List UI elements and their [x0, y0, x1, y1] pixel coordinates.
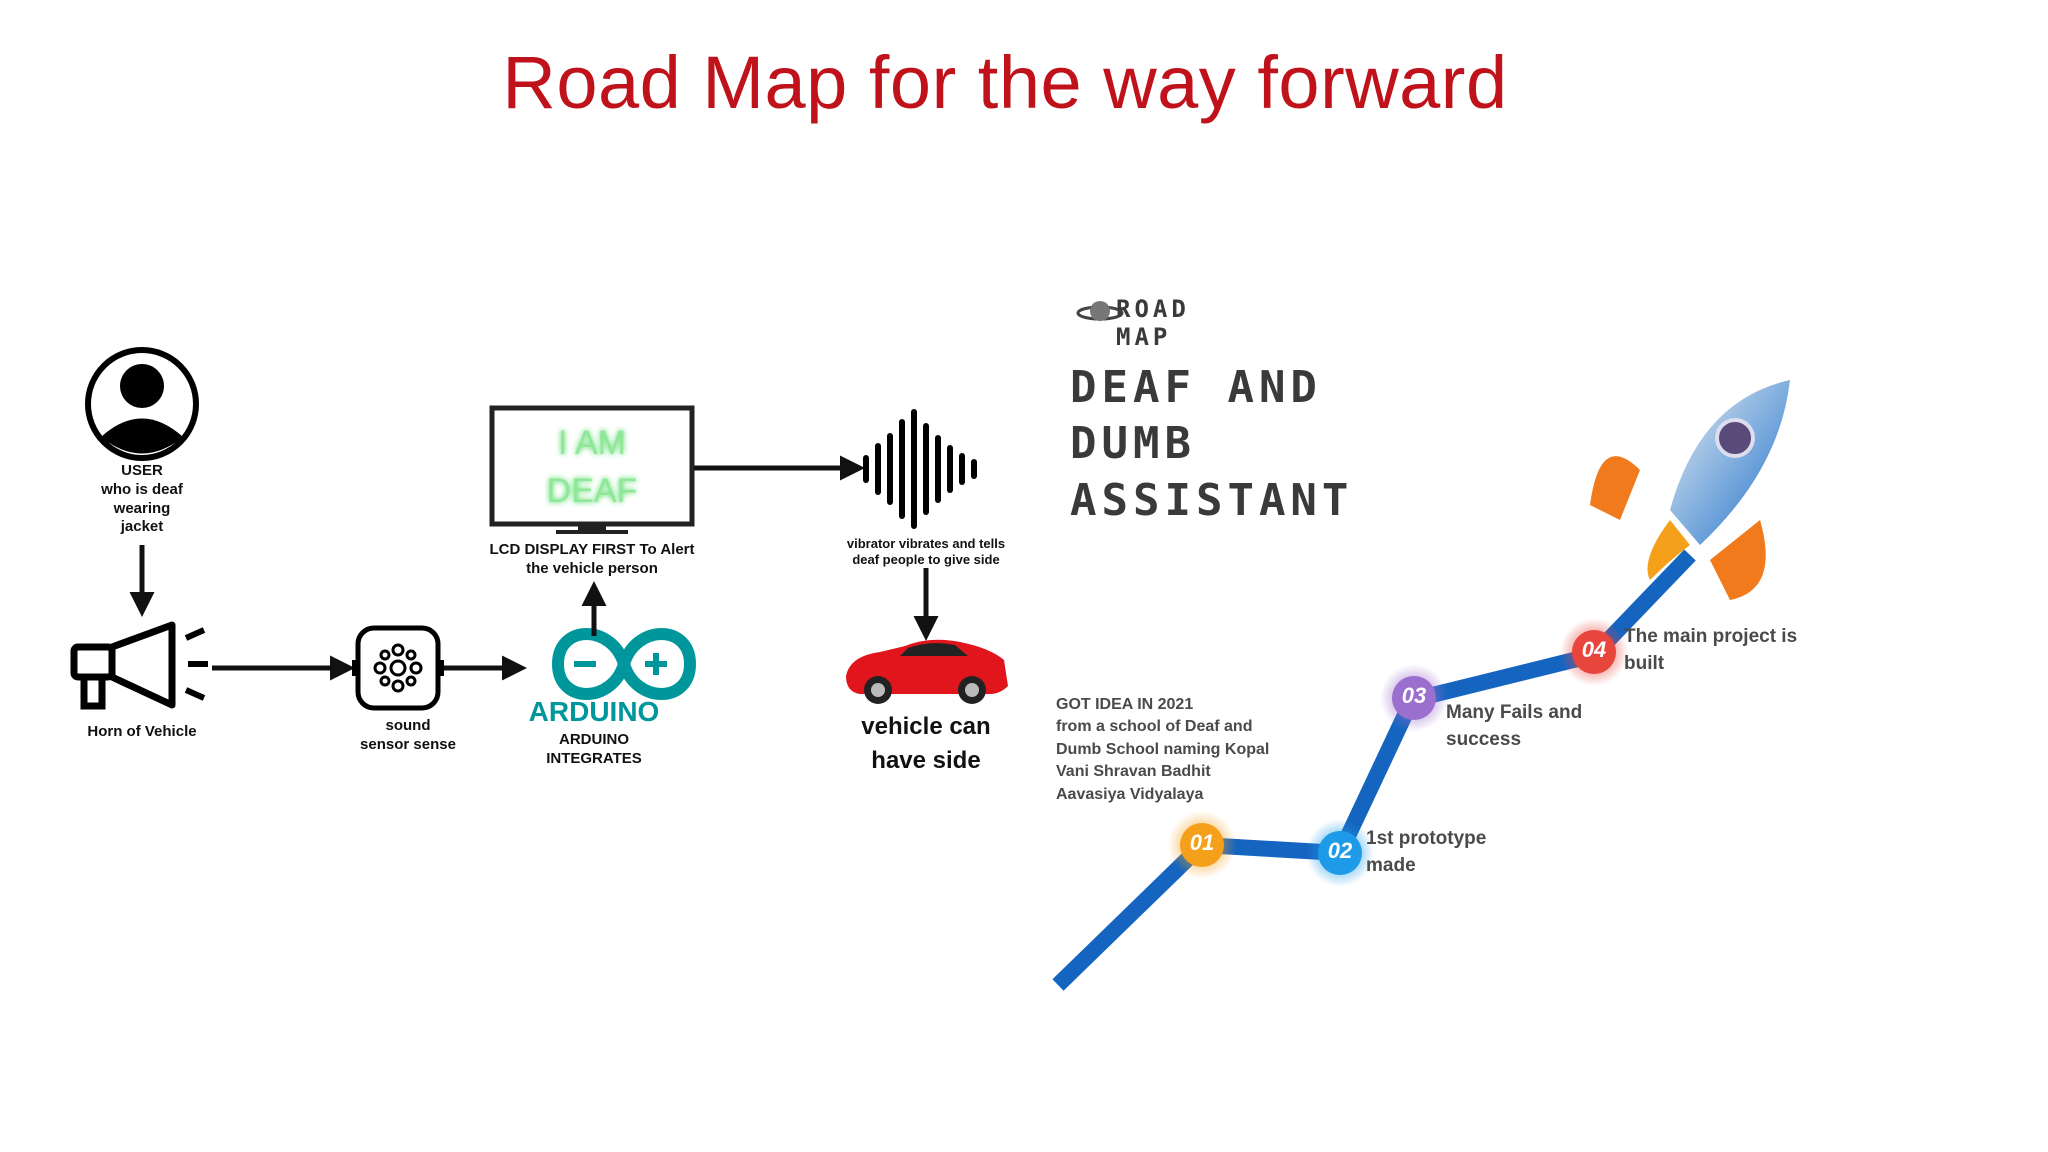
lcd-label: LCD DISPLAY FIRST To Alert the vehicle p… — [489, 541, 695, 577]
milestone-number-01: 01 — [1189, 830, 1215, 855]
roadmap-logo-line2: MAP — [1116, 322, 1172, 351]
planet-logo-icon — [1076, 301, 1124, 321]
car-icon — [846, 639, 1008, 704]
sound-sensor-icon — [352, 625, 444, 711]
horn-label: Horn of Vehicle — [87, 723, 197, 740]
vibrator-label: vibrator vibrates and tells deaf people … — [846, 536, 1006, 568]
arduino-label: ARDUINO INTEGRATES — [546, 731, 642, 767]
megaphone-icon — [70, 621, 208, 710]
sensor-label: sound sensor sense — [360, 717, 456, 753]
milestone-marker-02 — [1306, 819, 1374, 887]
milestone-text-01: GOT IDEA IN 2021 from a school of Deaf a… — [1056, 696, 1270, 803]
arduino-logo-icon — [551, 628, 697, 700]
roadmap-logo-text: ROAD MAP — [1116, 295, 1190, 351]
arduino-logo-text: ARDUINO — [528, 696, 660, 727]
lcd-monitor-icon — [489, 405, 695, 534]
rocket-icon — [1590, 380, 1790, 600]
milestone-marker-04 — [1560, 618, 1628, 686]
milestone-number-04: 04 — [1581, 637, 1607, 662]
user-icon — [85, 347, 199, 461]
milestone-marker-01 — [1168, 811, 1236, 879]
soundwave-icon — [863, 409, 977, 529]
milestone-number-02: 02 — [1327, 838, 1353, 863]
roadmap-heading: DEAF AND DUMB ASSISTANT — [1070, 362, 1354, 526]
page-title: Road Map for the way forward — [502, 41, 1508, 124]
milestone-text-03: Many Fails and success — [1446, 702, 1583, 750]
roadmap-logo-line1: ROAD — [1116, 295, 1190, 323]
milestone-number-03: 03 — [1401, 683, 1427, 708]
milestone-text-02: 1st prototype made — [1366, 828, 1487, 876]
milestone-marker-03 — [1380, 664, 1448, 732]
lcd-screen-text: I AM DEAF — [546, 424, 638, 510]
milestone-text-04: The main project is built — [1624, 626, 1798, 674]
user-label: USER who is deaf wearing jacket — [101, 462, 183, 536]
vehicle-label: vehicle can have side — [861, 713, 991, 774]
